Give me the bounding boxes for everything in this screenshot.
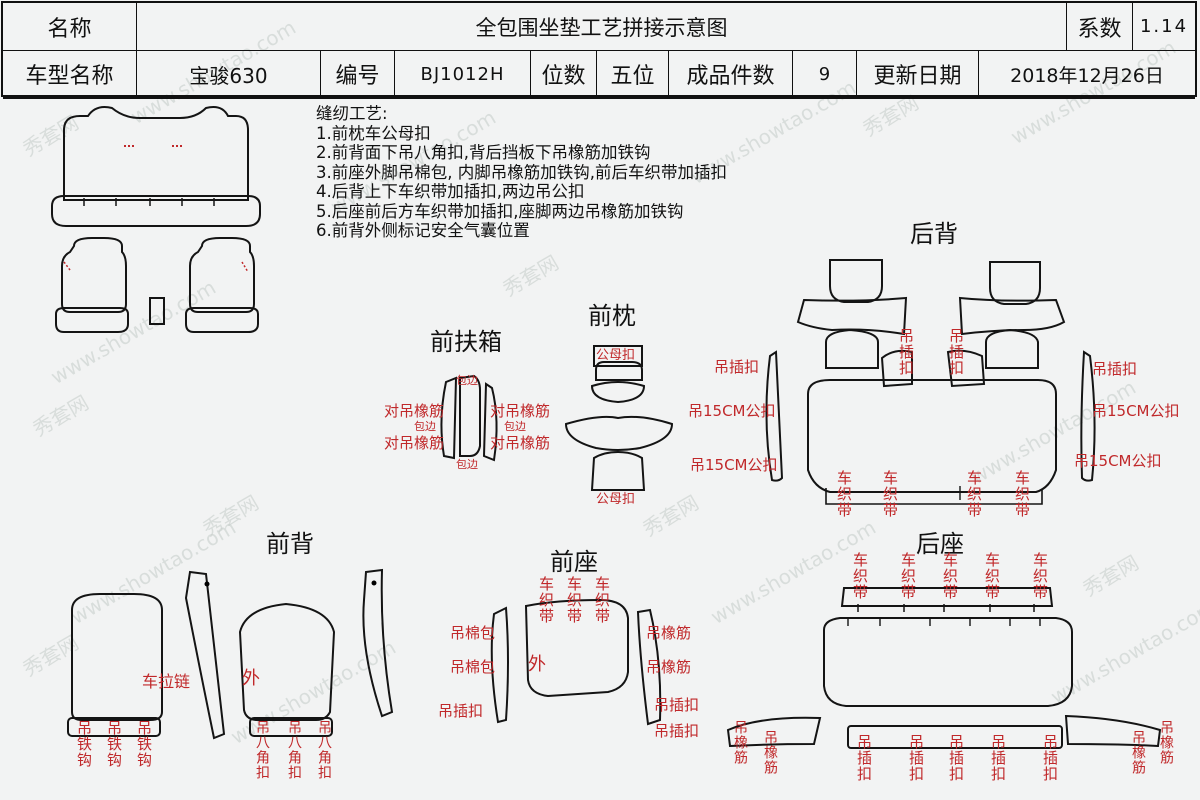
sewing-notes: 缝纫工艺: 1.前枕车公母扣 2.前背面下吊八角扣,背后挡板下吊橡筋加铁钩 3.… bbox=[316, 104, 727, 241]
annotation-diao-tiegou: 吊铁钩 bbox=[105, 720, 123, 768]
annotation-che-lalian: 车拉链 bbox=[142, 672, 191, 691]
note-item: 4.后背上下车织带加插扣,两边吊公扣 bbox=[316, 182, 585, 201]
front-back-pieces bbox=[67, 568, 394, 740]
annotation-diao-chakou-vertical: 吊插扣 bbox=[1041, 734, 1059, 782]
front-armrest-pieces bbox=[440, 374, 498, 462]
annotation-diao-15cm-gongkou: 吊15CM公扣 bbox=[1092, 402, 1180, 420]
note-item: 3.前座外脚吊棉包, 内脚吊橡筋加铁钩,前后车织带加插扣 bbox=[316, 162, 727, 182]
coef-label: 系数 bbox=[1067, 3, 1133, 51]
model-label: 车型名称 bbox=[3, 51, 137, 99]
annotation-diao-chakou: 吊插扣 bbox=[654, 696, 700, 714]
note-item: 2.前背面下吊八角扣,背后挡板下吊橡筋加铁钩 bbox=[316, 143, 651, 162]
code-label: 编号 bbox=[321, 51, 395, 99]
annotation-diao-15cm-gongkou: 吊15CM公扣 bbox=[688, 402, 776, 420]
annotation-gongmu-kou: 公母扣 bbox=[596, 492, 636, 507]
pieces-value: 9 bbox=[793, 51, 857, 99]
annotation-diao-chakou-vertical: 吊插扣 bbox=[907, 734, 925, 782]
note-item: 1.前枕车公母扣 bbox=[316, 123, 431, 143]
annotation-baobian: 包边 bbox=[456, 458, 478, 471]
section-title-front-armrest: 前扶箱 bbox=[430, 328, 502, 356]
annotation-diao-chakou-vertical: 吊插扣 bbox=[855, 734, 873, 782]
front-seat-pieces bbox=[490, 598, 662, 726]
section-title-front-seat: 前座 bbox=[550, 548, 598, 576]
annotation-diao-xiangjin-vertical: 吊橡筋 bbox=[1158, 720, 1174, 765]
annotation-che-zhidai: 车织带 bbox=[565, 576, 583, 624]
annotation-diao-tiegou: 吊铁钩 bbox=[135, 720, 153, 768]
section-title-front-headrest: 前枕 bbox=[588, 302, 636, 330]
seats-value: 五位 bbox=[597, 51, 669, 99]
sheet-title: 全包围坐垫工艺拼接示意图 bbox=[137, 3, 1067, 51]
annotation-diao-xiangjin-vertical: 吊橡筋 bbox=[1130, 730, 1146, 775]
rear-seat-pieces bbox=[726, 587, 1162, 749]
annotation-diao-mianbao: 吊棉包 bbox=[450, 658, 496, 676]
annotation-baobian: 包边 bbox=[414, 420, 436, 433]
annotation-dui-diao-xiangjin: 对吊橡筋 bbox=[490, 402, 551, 420]
annotation-che-zhidai: 车织带 bbox=[899, 552, 917, 600]
annotation-che-zhidai: 车织带 bbox=[881, 470, 899, 518]
annotation-diao-xiangjin: 吊橡筋 bbox=[646, 624, 692, 642]
annotation-che-zhidai: 车织带 bbox=[851, 552, 869, 600]
model-value: 宝骏630 bbox=[137, 51, 321, 99]
annotation-che-zhidai: 车织带 bbox=[941, 552, 959, 600]
annotation-dui-diao-xiangjin: 对吊橡筋 bbox=[490, 434, 551, 452]
coef-value: 1.14 bbox=[1133, 3, 1195, 51]
annotation-diao-chakou: 吊插扣 bbox=[714, 358, 760, 376]
section-title-front-back: 前背 bbox=[266, 530, 314, 558]
annotation-wai: 外 bbox=[528, 654, 546, 675]
front-headrest-pieces bbox=[564, 345, 674, 491]
annotation-diao-bajiaokou: 吊八角扣 bbox=[286, 720, 302, 780]
name-label: 名称 bbox=[3, 3, 137, 51]
rear-back-pieces bbox=[765, 259, 1096, 505]
annotation-baobian: 包边 bbox=[504, 420, 526, 433]
annotation-che-zhidai: 车织带 bbox=[965, 470, 983, 518]
section-title-rear-back: 后背 bbox=[910, 220, 958, 248]
annotation-diao-chakou: 吊插扣 bbox=[438, 702, 484, 720]
annotation-diao-bajiaokou: 吊八角扣 bbox=[254, 720, 270, 780]
annotation-che-zhidai: 车织带 bbox=[537, 576, 555, 624]
annotation-diao-xiangjin-vertical: 吊橡筋 bbox=[762, 730, 778, 775]
annotation-che-zhidai: 车织带 bbox=[593, 576, 611, 624]
notes-title: 缝纫工艺: bbox=[316, 104, 388, 123]
annotation-diao-chakou-vertical: 吊插扣 bbox=[897, 328, 915, 376]
header-table: 名称 全包围坐垫工艺拼接示意图 系数 1.14 车型名称 宝骏630 编号 BJ… bbox=[1, 1, 1197, 99]
annotation-diao-chakou: 吊插扣 bbox=[654, 722, 700, 740]
annotation-che-zhidai: 车织带 bbox=[983, 552, 1001, 600]
annotation-diao-mianbao: 吊棉包 bbox=[450, 624, 496, 642]
annotation-diao-chakou-vertical: 吊插扣 bbox=[947, 328, 965, 376]
annotation-wai: 外 bbox=[242, 668, 260, 689]
annotation-diao-xiangjin: 吊橡筋 bbox=[646, 658, 692, 676]
annotation-diao-15cm-gongkou: 吊15CM公扣 bbox=[690, 456, 778, 474]
annotation-diao-bajiaokou: 吊八角扣 bbox=[316, 720, 332, 780]
update-label: 更新日期 bbox=[857, 51, 979, 99]
section-title-rear-seat: 后座 bbox=[916, 530, 964, 558]
seats-label: 位数 bbox=[531, 51, 597, 99]
annotation-diao-xiangjin-vertical: 吊橡筋 bbox=[732, 720, 748, 765]
annotation-che-zhidai: 车织带 bbox=[1031, 552, 1049, 600]
preview-rear-bench bbox=[51, 106, 261, 227]
annotation-che-zhidai: 车织带 bbox=[835, 470, 853, 518]
annotation-diao-tiegou: 吊铁钩 bbox=[75, 720, 93, 768]
annotation-baobian: 包边 bbox=[456, 374, 478, 387]
annotation-dui-diao-xiangjin: 对吊橡筋 bbox=[384, 402, 445, 420]
annotation-diao-chakou-vertical: 吊插扣 bbox=[947, 734, 965, 782]
annotation-che-zhidai: 车织带 bbox=[1013, 470, 1031, 518]
annotation-dui-diao-xiangjin: 对吊橡筋 bbox=[384, 434, 445, 452]
update-value: 2018年12月26日 bbox=[979, 51, 1195, 99]
annotation-diao-chakou-vertical: 吊插扣 bbox=[989, 734, 1007, 782]
pieces-label: 成品件数 bbox=[669, 51, 793, 99]
note-item: 5.后座前后方车织带加插扣,座脚两边吊橡筋加铁钩 bbox=[316, 201, 684, 221]
annotation-diao-15cm-gongkou: 吊15CM公扣 bbox=[1074, 452, 1162, 470]
code-value: BJ1012H bbox=[395, 51, 531, 99]
note-item: 6.前背外侧标记安全气囊位置 bbox=[316, 221, 530, 240]
preview-front-seats bbox=[55, 237, 259, 333]
annotation-gongmu-kou: 公母扣 bbox=[596, 348, 636, 363]
annotation-diao-chakou: 吊插扣 bbox=[1092, 360, 1138, 378]
